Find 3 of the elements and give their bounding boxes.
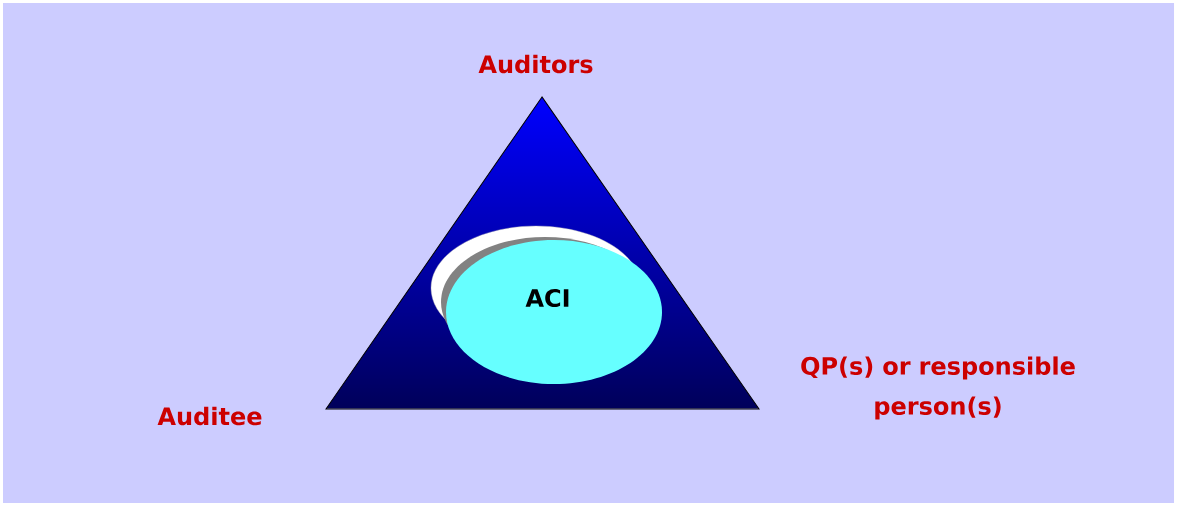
- corner-label: Auditee: [157, 406, 262, 426]
- corner-label: QP(s) or responsible person(s): [801, 356, 1075, 420]
- corner-label: Auditors: [478, 54, 593, 74]
